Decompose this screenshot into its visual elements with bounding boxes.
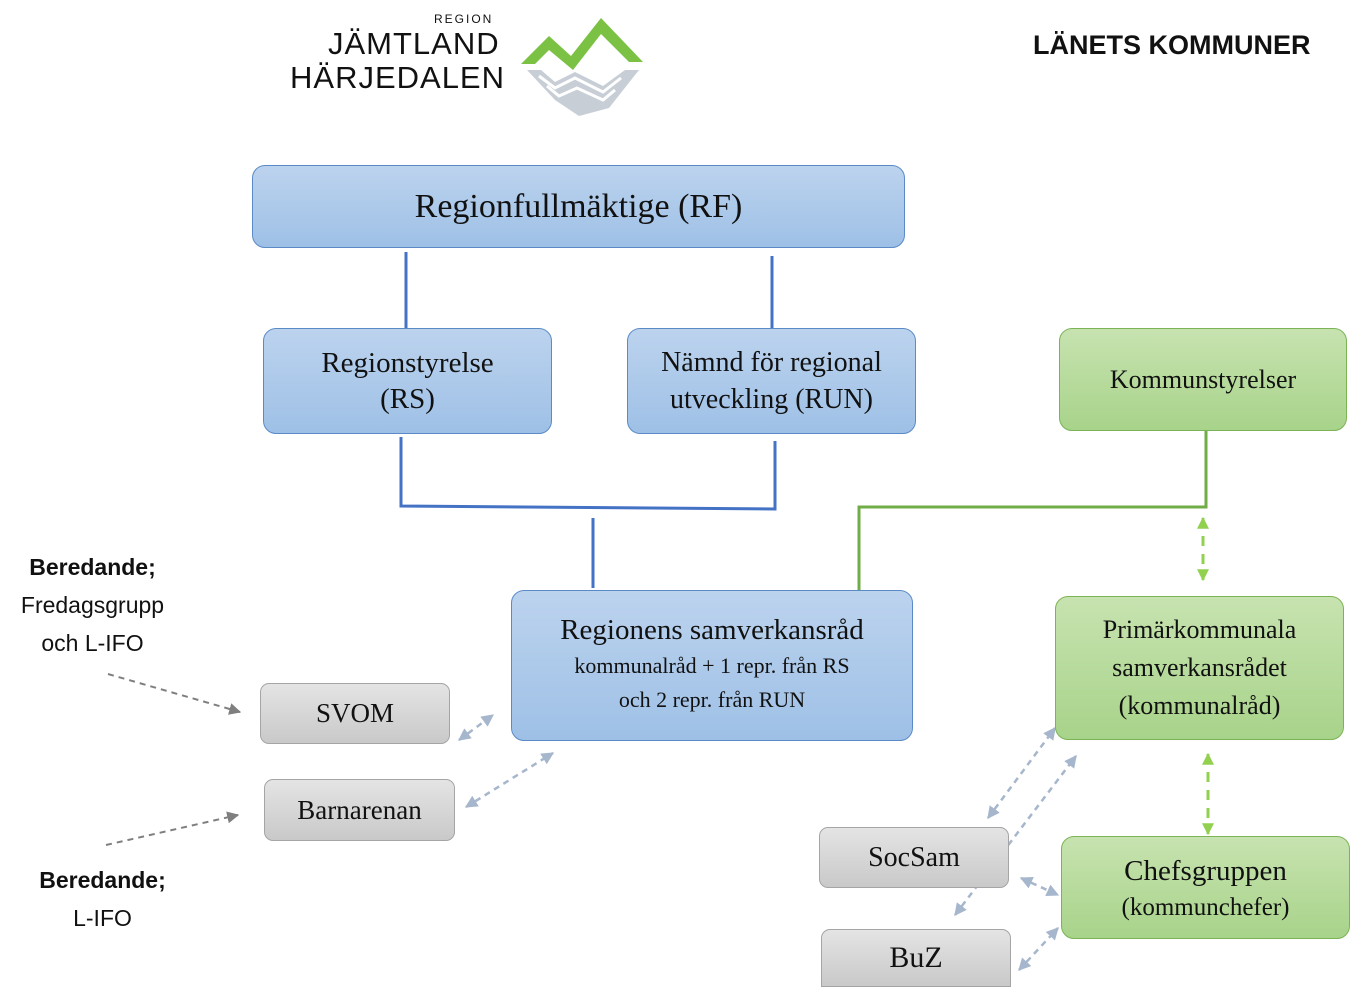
logo-line2: HÄRJEDALEN — [290, 60, 505, 95]
run-line1: Nämnd för regional — [661, 347, 882, 378]
rs-line1: Regionstyrelse — [321, 347, 494, 379]
samverkansrad-title: Regionens samverkansråd — [560, 614, 864, 646]
primar-line2: samverkansrådet — [1112, 653, 1287, 682]
buz-chefsgruppen-arrow — [1018, 927, 1059, 971]
rs-line2: (RS) — [380, 383, 435, 415]
node-primarkommunala: Primärkommunala samverkansrådet (kommuna… — [1055, 596, 1344, 740]
side-note-top-line2: och L-IFO — [41, 630, 144, 656]
socsam-label: SocSam — [868, 841, 960, 873]
node-svom: SVOM — [260, 683, 450, 744]
node-run: Nämnd för regional utveckling (RUN) — [627, 328, 916, 434]
node-socsam: SocSam — [819, 827, 1009, 888]
light-blue-arrows — [457, 713, 1077, 971]
primar-line3: (kommunalråd) — [1118, 691, 1281, 720]
node-regionstyrelse: Regionstyrelse (RS) — [263, 328, 552, 434]
side-note-top-bold: Beredande; — [29, 554, 156, 580]
side-note-bottom-line1: L-IFO — [73, 905, 132, 931]
kommunstyrelser-label: Kommunstyrelser — [1109, 364, 1297, 394]
samverkansrad-sub2: och 2 repr. från RUN — [618, 687, 806, 712]
chefsgruppen-line2: (kommunchefer) — [1121, 893, 1290, 921]
svom-samverkansrad-arrow — [457, 713, 495, 742]
grey-dashed-arrows — [105, 673, 242, 846]
kommunstyrelser-samverkansrad-line — [857, 428, 1208, 591]
node-regionfullmaktige: Regionfullmäktige (RF) — [252, 165, 905, 248]
node-barnarenan: Barnarenan — [264, 779, 455, 841]
mountain-logo-icon — [521, 18, 643, 116]
samverkansrad-sub1: kommunalråd + 1 repr. från RS — [574, 653, 850, 678]
buz-primar-arrow — [954, 755, 1077, 916]
logo-region-text: REGION — [434, 12, 494, 26]
light-green-arrows — [1197, 516, 1214, 836]
socsam-chefsgruppen-arrow — [1019, 876, 1060, 897]
svom-label: SVOM — [315, 698, 395, 728]
side-note-top: Beredande; Fredagsgrupp och L-IFO — [0, 548, 185, 662]
fredagsgrupp-svom-arrow — [107, 673, 242, 715]
rs-run-join-line — [399, 437, 777, 511]
node-buz: BuZ — [821, 929, 1011, 987]
barnarenan-samverkansrad-arrow — [464, 751, 555, 809]
lifo-barnarenan-arrow — [105, 811, 240, 846]
side-note-bottom: Beredande; L-IFO — [10, 861, 195, 937]
page-heading: LÄNETS KOMMUNER — [1033, 30, 1311, 60]
side-note-top-line1: Fredagsgrupp — [20, 592, 165, 618]
node-chefsgruppen: Chefsgruppen (kommunchefer) — [1061, 836, 1350, 939]
chefsgruppen-line1: Chefsgruppen — [1124, 854, 1287, 887]
primar-line1: Primärkommunala — [1102, 615, 1297, 644]
logo-line1: JÄMTLAND — [328, 26, 500, 61]
buz-label: BuZ — [889, 941, 943, 974]
region-logo: REGION JÄMTLAND HÄRJEDALEN — [290, 8, 650, 118]
barnarenan-label: Barnarenan — [297, 794, 422, 825]
blue-hierarchy-lines — [399, 252, 777, 588]
node-kommunstyrelser: Kommunstyrelser — [1059, 328, 1347, 431]
socsam-primar-arrow — [986, 726, 1057, 820]
run-line2: utveckling (RUN) — [670, 384, 873, 415]
side-note-bottom-bold: Beredande; — [39, 867, 166, 893]
rf-label: Regionfullmäktige (RF) — [414, 187, 743, 225]
green-hierarchy-lines — [857, 428, 1208, 591]
node-samverkansrad: Regionens samverkansråd kommunalråd + 1 … — [511, 590, 913, 741]
